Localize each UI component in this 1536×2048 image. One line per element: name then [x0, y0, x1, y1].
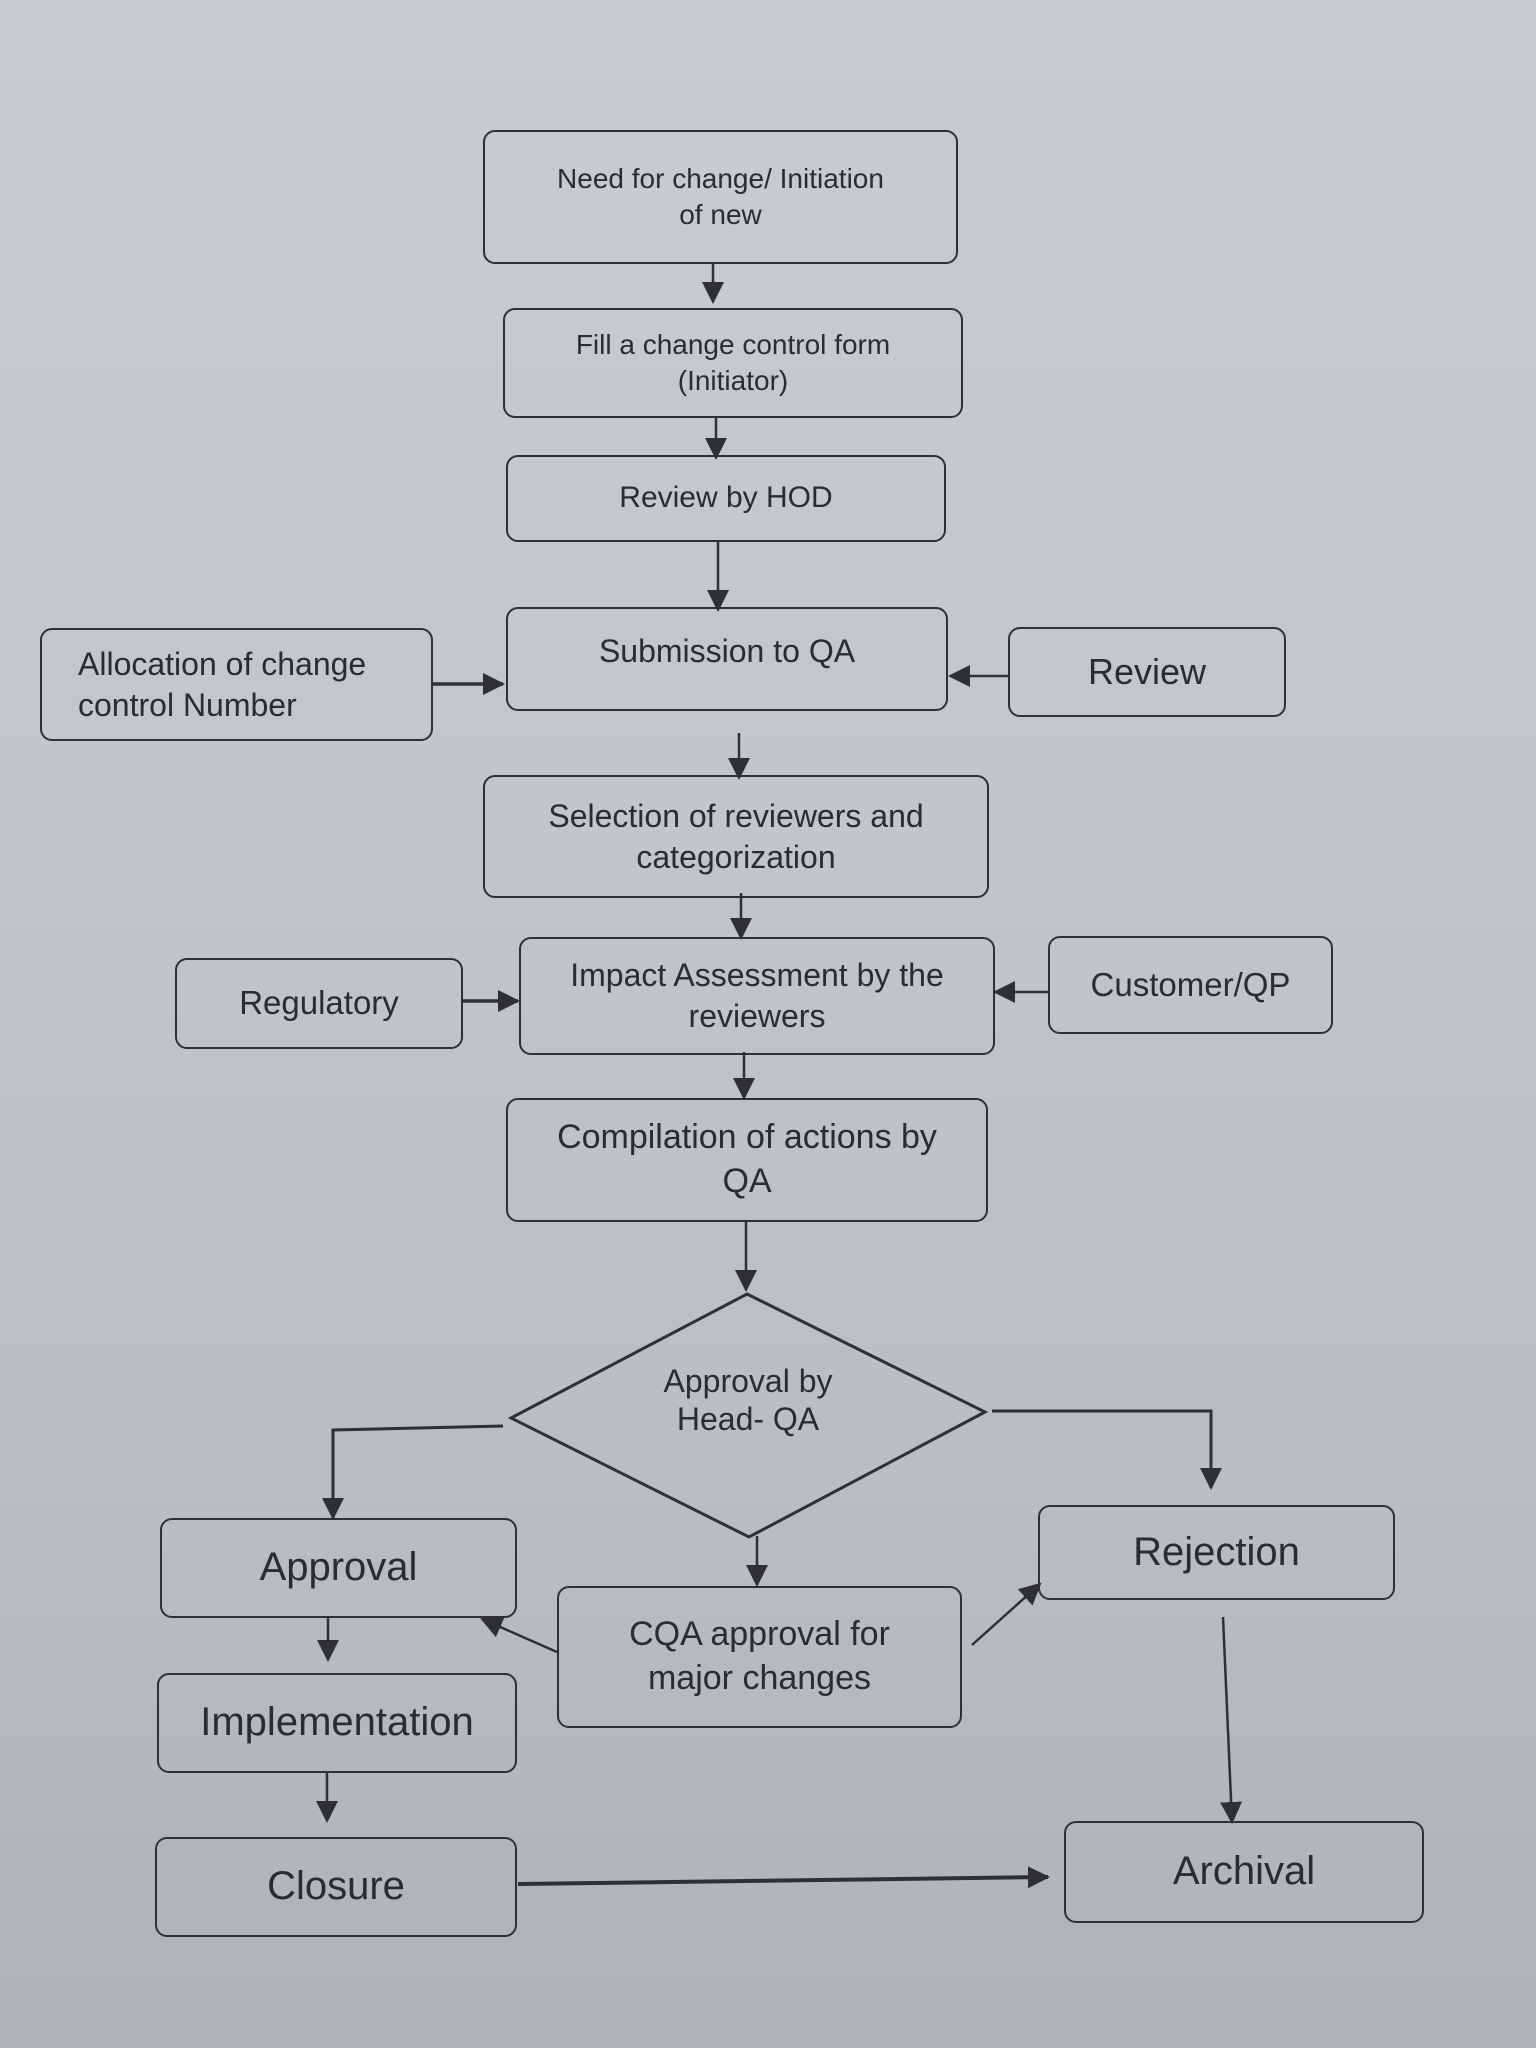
arrow-rejection-to-archival: [1220, 1616, 1243, 1824]
node-label: Archival: [1172, 1849, 1316, 1894]
node-fill-form: Fill a change control form (Initiator): [503, 308, 963, 418]
node-label: Impact Assessment by the reviewers: [570, 957, 944, 1034]
node-label: Approval: [259, 1545, 418, 1590]
arrow-cqa-to-rejection: [971, 1582, 1042, 1646]
node-review-hod: Review by HOD: [506, 455, 946, 542]
node-label: Review by HOD: [619, 481, 833, 515]
node-label: CQA approval for major changes: [629, 1615, 890, 1697]
node-label: Review: [1087, 650, 1207, 692]
arrow-closure-to-archival: [517, 1866, 1050, 1889]
node-archival: Archival: [1064, 1821, 1424, 1923]
node-label: Implementation: [200, 1700, 474, 1745]
node-customer-qp: Customer/QP: [1048, 936, 1333, 1034]
node-label: Regulatory: [239, 984, 399, 1022]
node-label: Customer/QP: [1090, 965, 1291, 1003]
node-regulatory: Regulatory: [175, 958, 463, 1049]
arrow-decision-to-rejection: [992, 1409, 1222, 1490]
node-review: Review: [1008, 627, 1286, 717]
node-label: Compilation of actions by QA: [557, 1118, 937, 1200]
node-cqa-approval: CQA approval for major changes: [557, 1586, 962, 1728]
node-need-for-change: Need for change/ Initiation of new: [483, 130, 958, 264]
node-compilation: Compilation of actions by QA: [506, 1098, 988, 1222]
arrow-cqa-to-approval: [480, 1616, 558, 1654]
node-label: Need for change/ Initiation of new: [557, 163, 884, 230]
node-label: Selection of reviewers and categorizatio…: [548, 797, 924, 875]
node-allocation: Allocation of change control Number: [40, 628, 433, 741]
node-rejection: Rejection: [1038, 1505, 1395, 1600]
node-label: Closure: [267, 1864, 405, 1909]
node-implementation: Implementation: [157, 1673, 517, 1773]
node-approval: Approval: [160, 1518, 517, 1618]
node-submission-qa: Submission to QA: [506, 607, 948, 711]
decision-label: Approval by Head- QA: [663, 1363, 833, 1438]
node-selection: Selection of reviewers and categorizatio…: [483, 775, 989, 898]
decision-diamond: [507, 1292, 989, 1539]
node-impact-assessment: Impact Assessment by the reviewers: [519, 937, 995, 1055]
node-label: Fill a change control form (Initiator): [575, 329, 891, 396]
node-label: Allocation of change control Number: [78, 645, 367, 723]
node-label: Rejection: [1133, 1529, 1300, 1574]
arrow-decision-to-approval: [322, 1424, 504, 1520]
node-closure: Closure: [155, 1837, 517, 1937]
node-label: Submission to QA: [598, 633, 856, 669]
